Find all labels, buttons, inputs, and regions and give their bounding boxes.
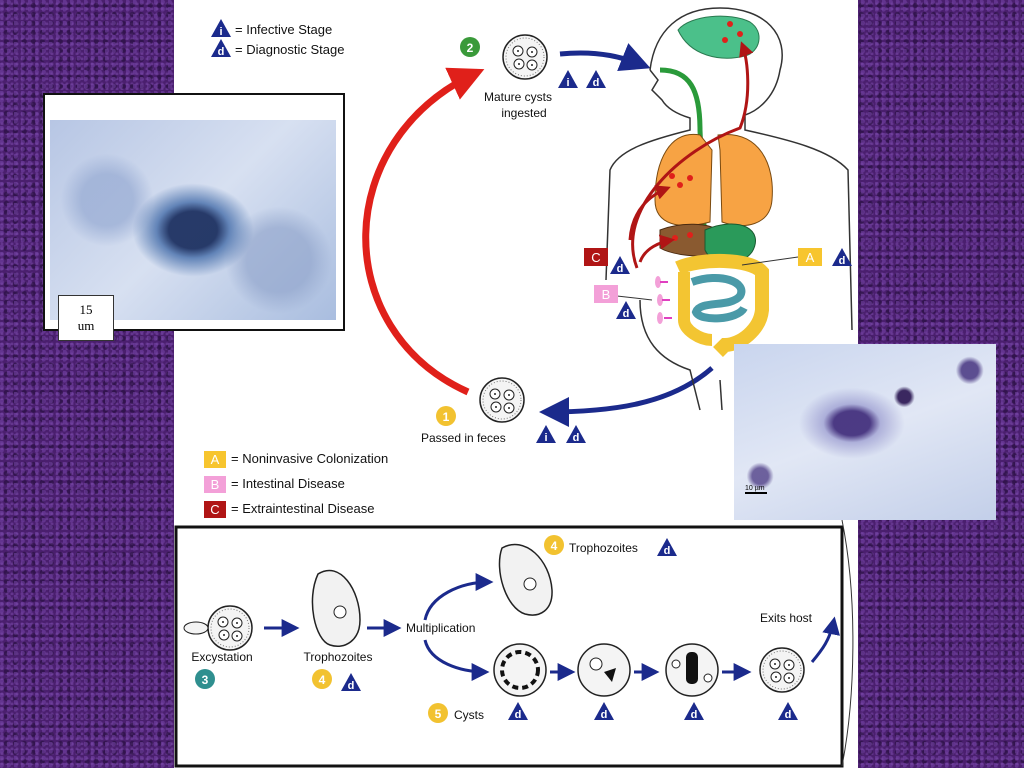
marker-b-diagnostic-icon: d [616,301,636,320]
cyst4-diagnostic-icon: d [778,702,798,721]
marker-a-diagnostic-icon: d [832,248,852,267]
diagnostic-icon: d [211,39,231,58]
step-2-badge [460,37,480,57]
legend-c-label: = Extraintestinal Disease [231,501,374,516]
step-5-number: 5 [435,707,442,721]
human-body-figure [605,7,853,411]
multiplication-up-arrow [423,573,494,621]
marker-b-box [594,285,618,303]
uninucleate-cyst-icon [577,643,631,697]
cyst3-diagnostic-icon: d [684,702,704,721]
invasion-arrow-brain [631,41,754,269]
trophozoites-top-label: Trophozoites [569,541,638,555]
svg-text:d: d [515,709,522,721]
step-3-number: 3 [202,673,209,687]
step-4-top-badge [544,535,564,555]
ingestion-arrow [559,43,651,72]
detail-connector-line [841,519,854,767]
infective-stage-label: = Infective Stage [235,22,332,37]
marker-a-box [798,248,822,266]
multiplication-down-arrow [423,639,490,681]
esophagus-organ [659,67,708,251]
svg-text:d: d [573,432,580,444]
cycle-red-arrow [362,67,485,396]
cyst-scale-label: 15 um [58,295,114,341]
step-1-badge [436,406,456,426]
diagnostic-stage-label: = Diagnostic Stage [235,42,344,57]
svg-text:i: i [544,432,547,444]
step-5-badge [428,703,448,723]
precyst-icon [493,643,547,697]
step-2-diagnostic-icon: d [586,70,606,89]
trophozoite-scale-bar: 10 µm [745,485,767,494]
mature-quadrinucleate-cyst-icon [759,647,805,693]
step-1-number: 1 [443,410,450,424]
step-2-number: 2 [467,41,474,55]
invasion-arrow-liver [638,234,675,263]
step-4-diagnostic-icon: d [341,673,361,692]
cyst-scale-unit: um [77,318,95,333]
step-4-top-number: 4 [551,539,558,553]
svg-text:d: d [601,709,608,721]
legend-c-box [204,501,226,518]
cyst1-diagnostic-icon: d [508,702,528,721]
legend-b-letter: B [211,477,220,492]
trophozoites-label: Trophozoites [304,650,373,664]
step-4-top-diagnostic-icon: d [657,538,677,557]
legend-c-letter: C [210,502,219,517]
svg-text:i: i [566,77,569,89]
marker-c-letter: C [591,250,600,265]
multiplication-label: Multiplication [406,621,475,635]
step-1-label: Passed in feces [421,431,506,445]
excystation-label: Excystation [191,650,252,664]
legend-a-box [204,451,226,468]
diagnostic-icon-letter: d [218,46,225,58]
infective-icon-letter: i [219,26,222,38]
legend-b-label: = Intestinal Disease [231,476,345,491]
step-3-badge [195,669,215,689]
colon-organ [675,254,769,357]
infective-icon: i [211,19,231,38]
passed-cyst-icon [479,377,525,423]
legend-a-label: = Noninvasive Colonization [231,451,388,466]
mature-cyst-icon [502,34,548,80]
excretion-arrow [539,366,714,427]
svg-text:d: d [839,255,846,267]
step-4-badge [312,669,332,689]
trophozoite-micrograph [734,344,996,520]
step-4-number: 4 [319,673,326,687]
brain-organ [677,15,760,59]
step-2-label-line2: ingested [501,106,546,120]
marker-c-diagnostic-icon: d [610,256,630,275]
binucleate-cyst-icon [665,643,719,697]
marker-b-letter: B [602,287,611,302]
legend-b-box [204,476,226,493]
svg-text:d: d [664,545,671,557]
step-2-infective-icon: i [558,70,578,89]
step-1-infective-icon: i [536,425,556,444]
svg-text:d: d [691,709,698,721]
cyst-micrograph [50,120,336,320]
marker-a-letter: A [806,250,815,265]
exit-arrow [810,616,840,663]
svg-text:d: d [785,709,792,721]
step-2-label-line1: Mature cysts [484,90,552,104]
intestinal-lesion-markers [655,276,672,324]
svg-text:d: d [348,680,355,692]
invasion-arrow-lung [628,185,671,241]
cyst2-diagnostic-icon: d [594,702,614,721]
cyst-scale-value: 15 [79,302,93,317]
cysts-label: Cysts [454,708,484,722]
small-intestine-organ [690,274,748,323]
svg-text:d: d [623,308,630,320]
svg-text:d: d [593,77,600,89]
excystation-cyst-icon [183,605,253,651]
svg-text:d: d [617,263,624,275]
step-1-diagnostic-icon: d [566,425,586,444]
exits-host-label: Exits host [760,611,813,625]
right-lung-organ [717,134,773,226]
marker-c-box [584,248,608,266]
legend-a-letter: A [211,452,220,467]
